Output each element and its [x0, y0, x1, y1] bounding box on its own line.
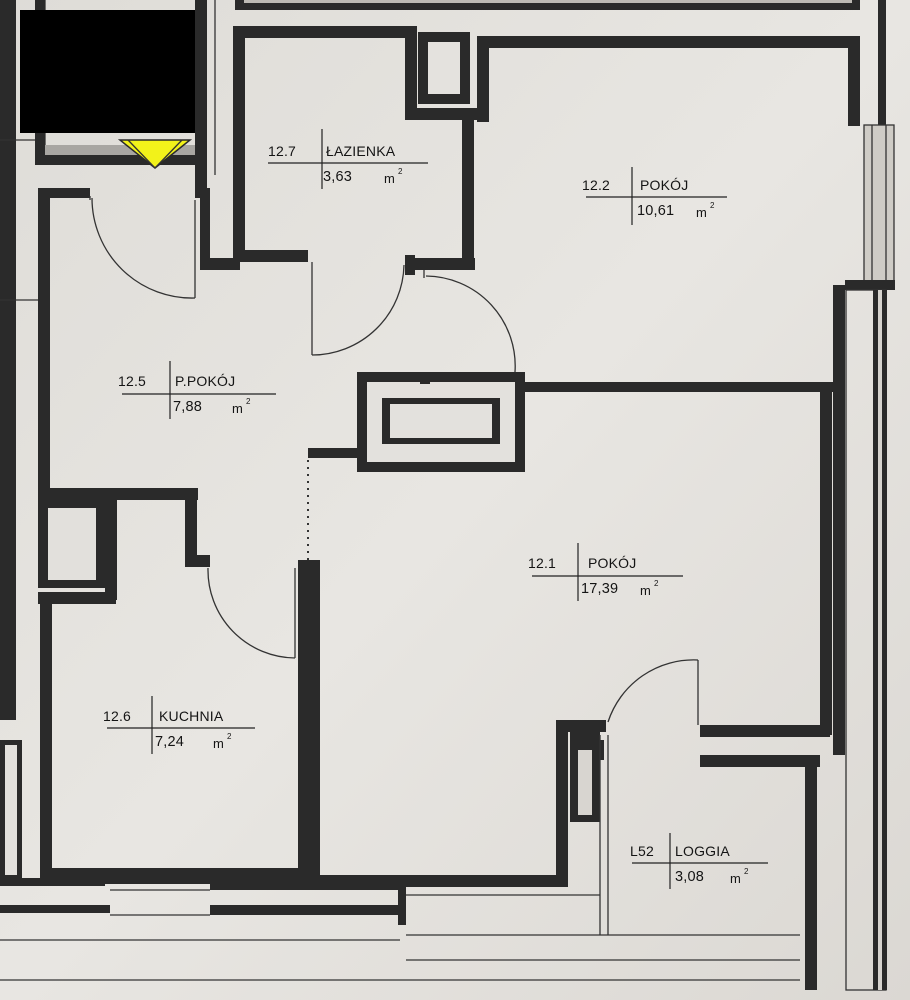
room-name: ŁAZIENKA — [326, 143, 396, 159]
room-name: P.POKÓJ — [175, 373, 236, 389]
room-name: POKÓJ — [588, 555, 637, 571]
area-unit-exponent: 2 — [398, 167, 403, 176]
walls — [0, 0, 895, 991]
room-name: LOGGIA — [675, 843, 730, 859]
room-area: 17,39 — [581, 581, 619, 597]
area-unit-exponent: 2 — [744, 867, 749, 876]
area-unit: m — [640, 583, 652, 598]
area-unit: m — [213, 736, 225, 751]
room-name: KUCHNIA — [159, 708, 224, 724]
entrance-marker-icon — [117, 139, 193, 169]
redaction-box — [20, 10, 195, 133]
room-label-lazienka: 12.7 ŁAZIENKA 3,63 m 2 — [268, 129, 428, 191]
room-area: 3,08 — [675, 869, 705, 885]
area-unit-exponent: 2 — [710, 201, 715, 210]
doors — [89, 196, 699, 725]
room-label-kuchnia: 12.6 KUCHNIA 7,24 m 2 — [103, 696, 258, 756]
room-area: 10,61 — [637, 203, 675, 219]
label-rule — [107, 696, 255, 754]
area-unit: m — [696, 205, 708, 220]
label-rule — [586, 167, 727, 225]
area-unit: m — [232, 401, 244, 416]
room-number: 12.6 — [103, 708, 132, 724]
room-label-pokoj-12-2: 12.2 POKÓJ 10,61 m 2 — [582, 167, 732, 225]
room-area: 7,24 — [155, 734, 185, 750]
area-unit: m — [730, 871, 742, 886]
label-rule — [268, 129, 428, 189]
room-number: L52 — [630, 843, 654, 859]
room-label-pokoj-12-1: 12.1 POKÓJ 17,39 m 2 — [528, 543, 683, 603]
area-unit-exponent: 2 — [246, 397, 251, 406]
room-label-loggia: L52 LOGGIA 3,08 m 2 — [630, 833, 770, 891]
room-number: 12.1 — [528, 555, 557, 571]
label-rule — [532, 543, 683, 601]
room-area: 7,88 — [173, 399, 203, 415]
room-label-przedpokoj: 12.5 P.POKÓJ 7,88 m 2 — [118, 361, 278, 421]
room-name: POKÓJ — [640, 177, 689, 193]
label-rule — [122, 361, 276, 419]
room-number: 12.2 — [582, 177, 611, 193]
left-neighbor-walls — [0, 0, 40, 880]
room-number: 12.5 — [118, 373, 147, 389]
area-unit: m — [384, 171, 396, 186]
room-area: 3,63 — [323, 169, 353, 185]
area-unit-exponent: 2 — [227, 732, 232, 741]
room-number: 12.7 — [268, 143, 297, 159]
area-unit-exponent: 2 — [654, 579, 659, 588]
label-rule — [632, 833, 768, 889]
